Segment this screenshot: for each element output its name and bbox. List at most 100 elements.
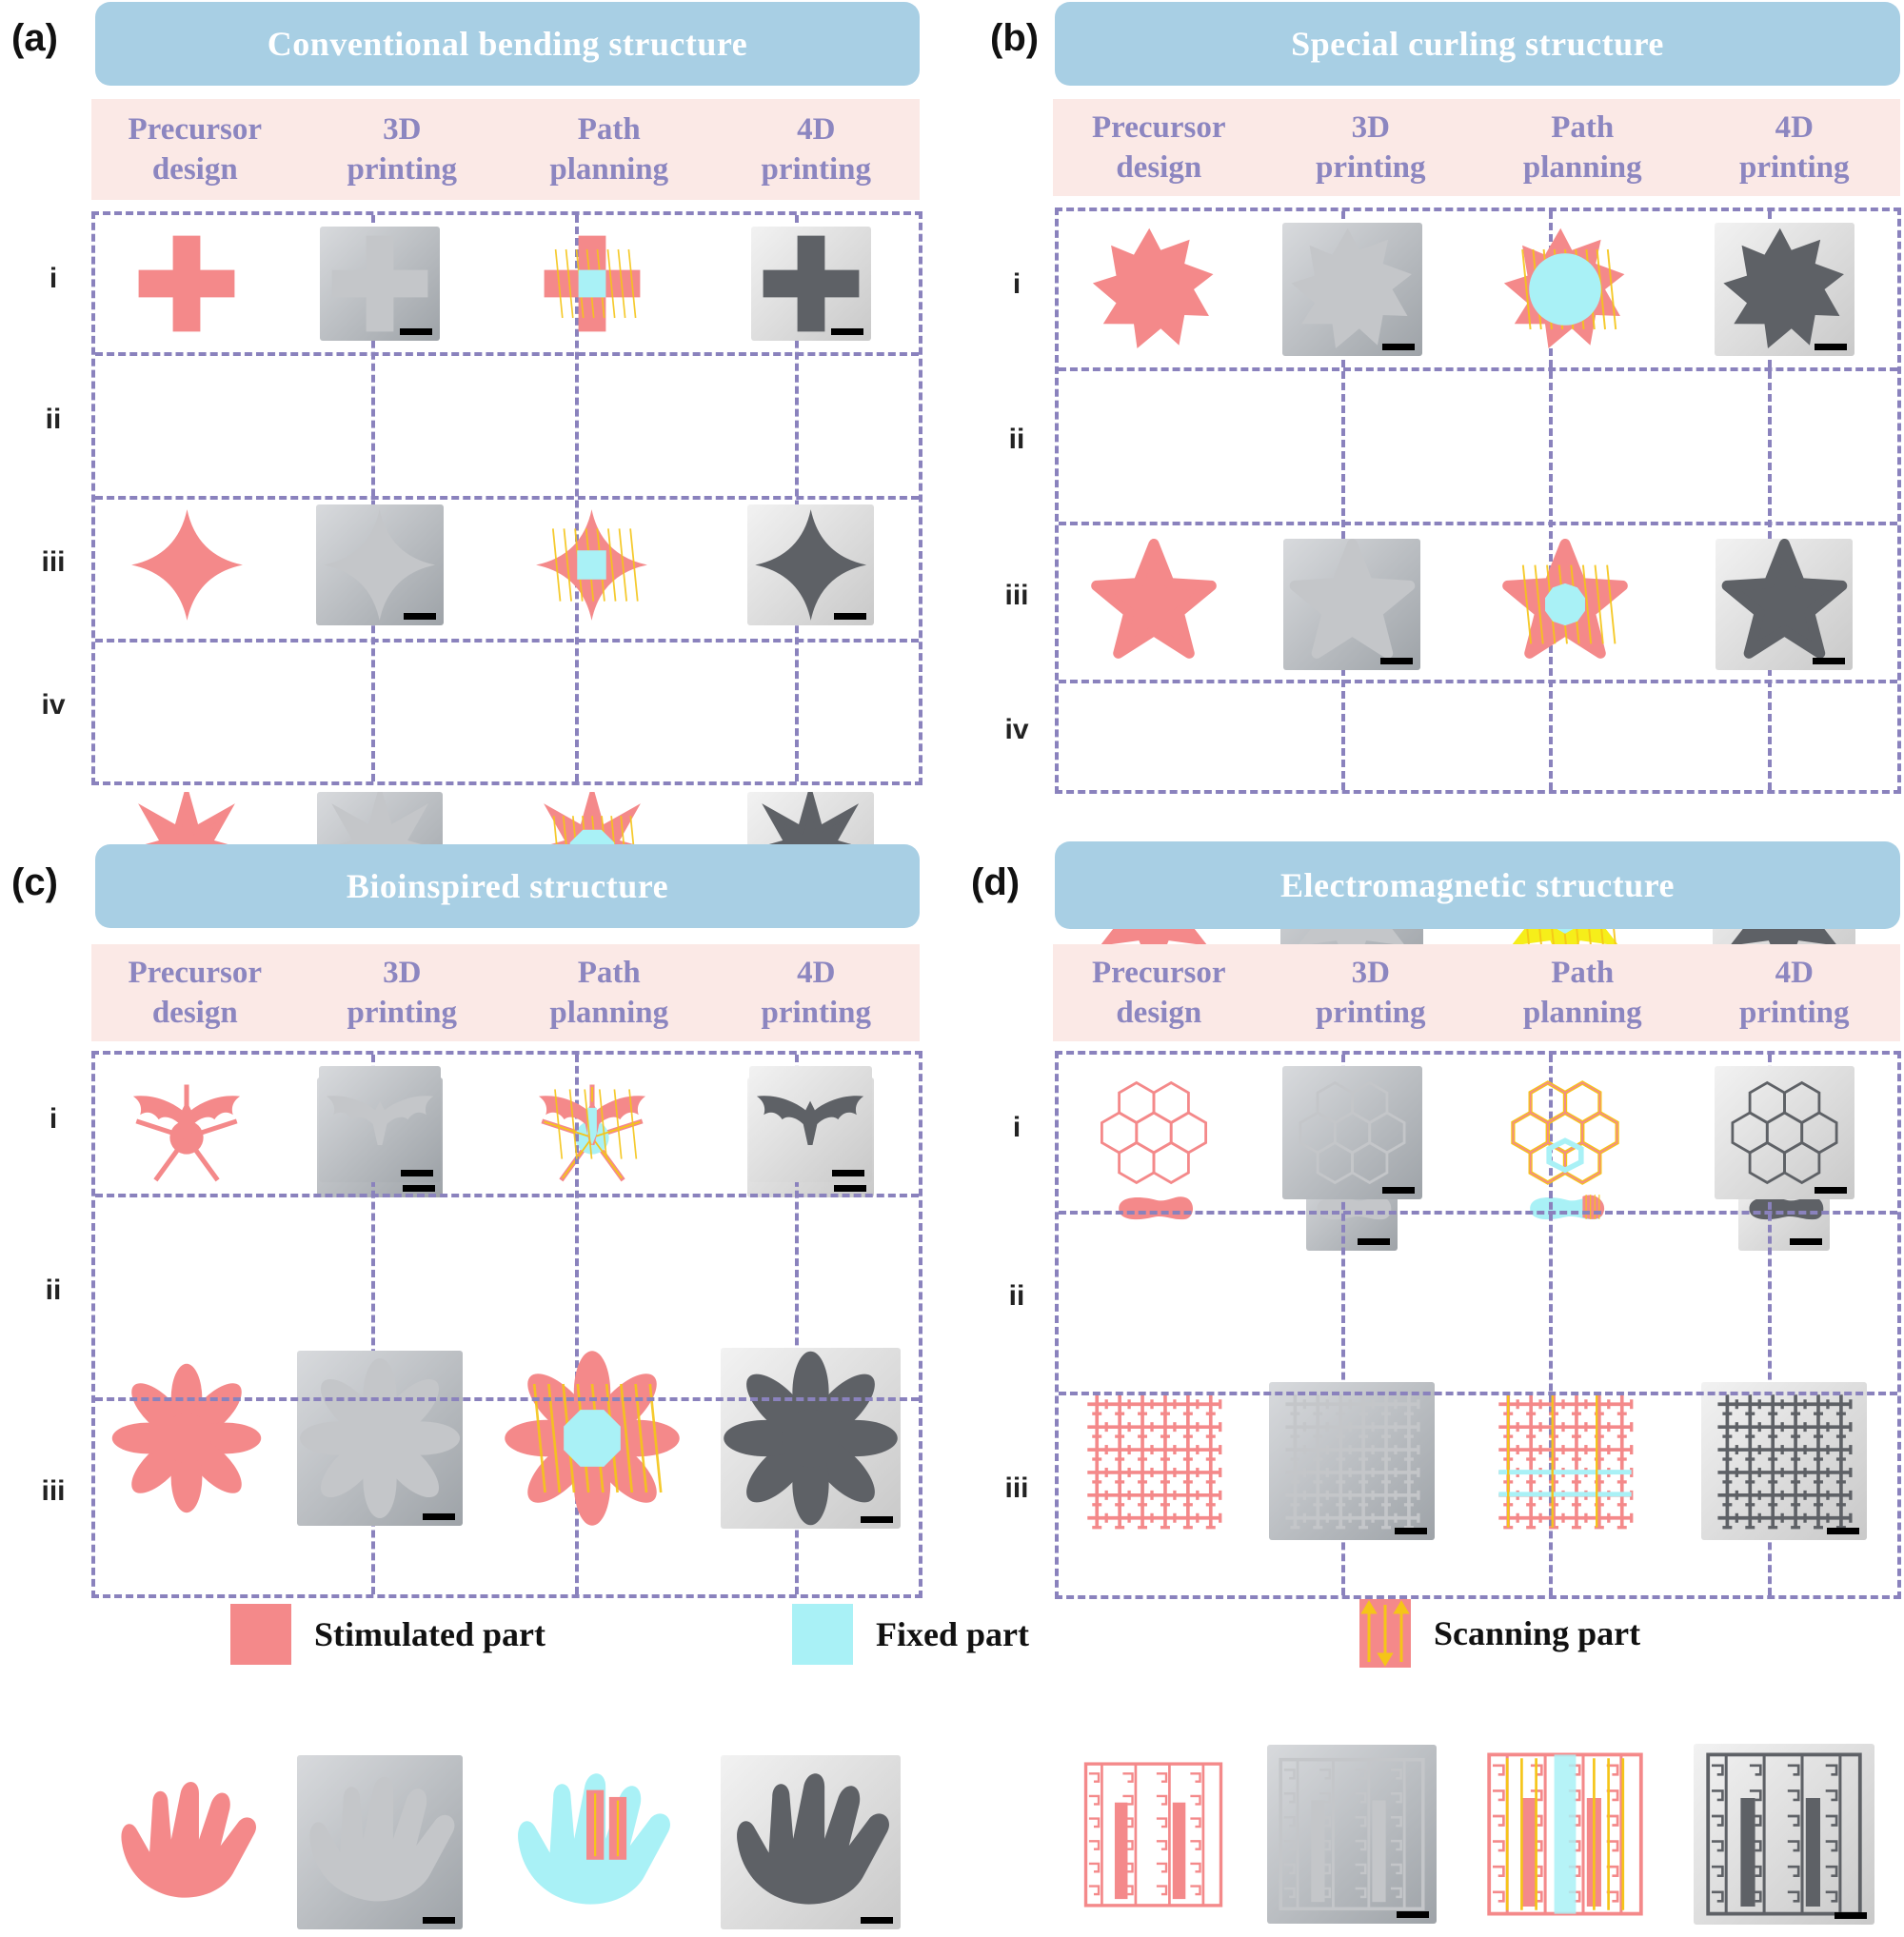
deformed-photo-star4 <box>746 504 875 625</box>
scale-bar <box>861 1516 893 1523</box>
precursor-design-cell <box>99 1058 274 1190</box>
row-label: iv <box>1004 714 1029 745</box>
scale-bar <box>833 1185 866 1192</box>
column-header: Path planning <box>1522 110 1642 185</box>
column-divider <box>1549 1055 1553 1595</box>
column-header: 4D printing <box>1738 956 1850 1030</box>
deformed-part-photo-cell <box>705 1058 916 1190</box>
row-label: i <box>49 263 58 294</box>
grid-row <box>1059 680 1897 1251</box>
scale-bar <box>1397 1911 1429 1918</box>
column-divider <box>795 1055 799 1594</box>
column-header: 4D printing <box>761 112 872 187</box>
photo-part-silhouette <box>1731 1080 1837 1185</box>
deformed-photo-circuit <box>1694 1744 1874 1925</box>
column-header: Precursor design <box>1092 110 1226 185</box>
photo-part-silhouette <box>737 1773 889 1905</box>
scale-bar <box>1358 1238 1391 1245</box>
row-label: ii <box>45 1275 62 1306</box>
scale-bar <box>400 328 432 335</box>
deformed-photo-star5 <box>1715 539 1854 670</box>
panel-grid-d <box>1055 1051 1901 1925</box>
precursor-shape-star4 <box>130 509 243 621</box>
printed-photo-circuit <box>1267 1745 1437 1924</box>
row-label: iii <box>1004 580 1029 611</box>
photo-part-silhouette <box>1299 1080 1405 1185</box>
scale-bar <box>831 1170 864 1176</box>
scale-bar <box>1814 344 1847 350</box>
printed-photo-bat <box>318 1066 442 1182</box>
grid-row <box>95 215 919 352</box>
photo-part-silhouette <box>1721 539 1847 659</box>
row-label: ii <box>45 403 62 435</box>
scale-bar <box>1835 1912 1867 1919</box>
stimulated-swatch <box>230 1604 291 1665</box>
printed-part-photo-cell <box>1252 1374 1452 1548</box>
grid-row <box>1059 1392 1897 1925</box>
column-header: 3D printing <box>347 112 458 187</box>
path-planning-cell <box>1459 215 1671 364</box>
precursor-shape-honeycomb <box>1100 1080 1207 1185</box>
legend-fixed: Fixed part <box>792 1604 1029 1665</box>
path-plan-shape-pinwheel <box>1503 227 1625 349</box>
precursor-design-cell <box>99 497 274 633</box>
photo-part-silhouette <box>331 235 428 332</box>
precursor-shape-hand <box>121 1781 257 1898</box>
scale-bar <box>423 1917 455 1924</box>
grid-row <box>95 496 919 920</box>
deformed-part-photo-cell <box>1678 1058 1890 1207</box>
printed-photo-cross <box>320 227 440 341</box>
deformed-part-photo-cell <box>1678 1736 1890 1932</box>
precursor-shape-bat <box>132 1096 241 1145</box>
scale-bar <box>423 1513 455 1520</box>
printed-part-photo-cell <box>282 1340 478 1536</box>
precursor-shape-mesh <box>1086 1394 1221 1530</box>
grid-row <box>95 639 919 1197</box>
scale-bar <box>1381 1187 1415 1194</box>
photo-part-silhouette <box>1285 1394 1420 1530</box>
path-plan-shape-hand <box>518 1773 670 1905</box>
column-divider <box>1768 1055 1772 1595</box>
path-plan-shape-circuit <box>1487 1752 1643 1916</box>
precursor-design-cell <box>99 219 274 348</box>
legend-stimulated: Stimulated part <box>230 1604 545 1665</box>
deformed-part-photo-cell <box>705 1748 916 1937</box>
precursor-design-cell <box>1062 531 1244 678</box>
panel-title-b: Special curling structure <box>1055 2 1900 86</box>
deformed-part-photo-cell <box>1678 1374 1890 1548</box>
row-label: iii <box>41 1474 66 1507</box>
photo-part-silhouette <box>309 1776 455 1902</box>
path-planning-cell <box>486 1058 698 1190</box>
printed-photo-hand <box>297 1755 463 1929</box>
panel-label-b: (b) <box>990 17 1040 59</box>
column-header: Precursor design <box>128 112 263 187</box>
grid-row <box>95 1055 919 1194</box>
path-plan-shape-star4 <box>536 509 647 621</box>
panel-label-d: (d) <box>971 861 1021 903</box>
row-label: ii <box>1008 424 1025 455</box>
printed-part-photo-cell <box>282 497 478 633</box>
panel-title-d: Electromagnetic structure <box>1055 841 1900 929</box>
scale-bar <box>1813 658 1846 664</box>
printed-part-photo-cell <box>1252 1736 1452 1932</box>
printed-part-photo-cell <box>1252 1058 1452 1207</box>
row-label: i <box>49 1103 58 1135</box>
scale-bar <box>1381 344 1415 350</box>
column-header: 3D printing <box>347 956 458 1030</box>
precursor-shape-pinwheel <box>1092 227 1213 349</box>
column-header: Path planning <box>549 112 669 187</box>
printed-photo-pinwheel <box>1281 223 1422 356</box>
row-label: i <box>1012 1112 1021 1143</box>
grid-row <box>1059 522 1897 982</box>
legend-scanning: Scanning part <box>1359 1599 1640 1668</box>
column-divider <box>575 1055 579 1594</box>
printed-photo-honeycomb <box>1281 1066 1422 1199</box>
panel-label-c: (c) <box>11 861 58 903</box>
path-planning-cell <box>1459 531 1671 678</box>
printed-part-photo-cell <box>1252 531 1452 678</box>
deformed-part-photo-cell <box>705 1340 916 1536</box>
precursor-design-cell <box>1062 1058 1244 1207</box>
deformed-photo-honeycomb <box>1714 1066 1854 1199</box>
printed-photo-star5 <box>1282 539 1421 670</box>
